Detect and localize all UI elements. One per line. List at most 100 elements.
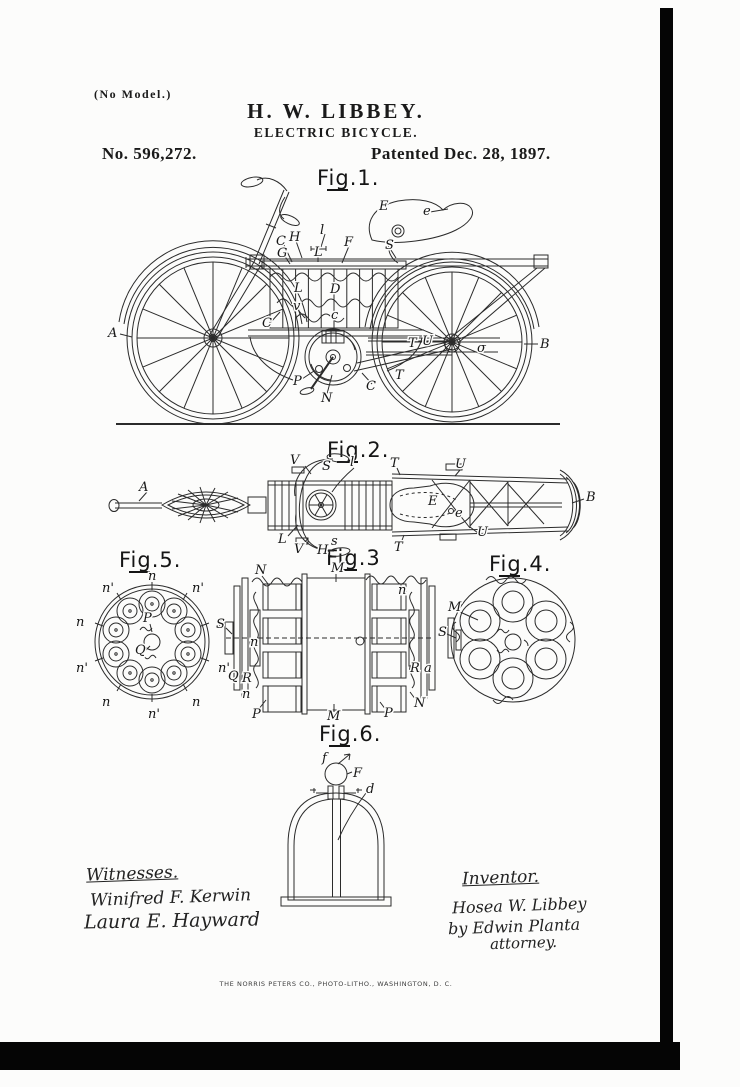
fig6-caption: Fig.6. xyxy=(319,722,382,748)
fig1-part-label-S: S xyxy=(385,238,394,253)
fig2-part-label-T-bottom: T xyxy=(394,540,404,555)
no-model-note: (No Model.) xyxy=(94,87,172,101)
fig2-part-label-E: E xyxy=(427,494,438,509)
fig3-label-M-top: M xyxy=(330,561,345,576)
drive-rods xyxy=(366,337,500,356)
fig3-label-n-low: n xyxy=(242,687,250,702)
fig1-leader-lines xyxy=(119,208,538,395)
terminal-posts xyxy=(310,788,362,794)
steering-neck xyxy=(247,496,267,514)
fig4-caption: Fig.4. xyxy=(489,552,552,578)
fig2-part-label-B: B xyxy=(585,490,596,505)
fig1-part-label-H: H xyxy=(288,230,301,245)
fig6-drawing: f F d xyxy=(280,750,392,907)
frame-top-bar xyxy=(245,254,549,344)
saddle xyxy=(368,199,473,264)
fig3-label-Q: Q xyxy=(228,669,239,684)
coil-wire-top-left xyxy=(251,577,303,587)
fig1-part-label-P: P xyxy=(292,374,302,389)
fig1-part-label-G: G xyxy=(277,246,287,261)
fig5-label-n-1: n xyxy=(148,569,156,584)
fig5-label-np-4: n' xyxy=(218,661,230,676)
center-drum xyxy=(301,573,371,715)
fig2-part-label-s: s xyxy=(331,534,338,549)
fig6-label-d: d xyxy=(366,782,374,797)
filler-knob xyxy=(324,762,348,786)
fig5-label-np-10: n' xyxy=(102,581,114,596)
fig4-label-S: S xyxy=(438,625,447,640)
fig1-part-label-e: e xyxy=(423,204,431,219)
handlebar xyxy=(240,176,300,226)
fig1-part-label-N: N xyxy=(320,391,333,406)
fig5-label-n-5: n xyxy=(192,695,200,710)
fig5-coils xyxy=(102,590,202,694)
fig1-part-label-L2: L xyxy=(293,281,303,296)
rear-fender xyxy=(364,251,540,328)
fig3-label-a: a xyxy=(424,661,432,676)
fig2-part-label-e: e xyxy=(455,506,463,521)
fig3-label-N-right: N xyxy=(413,696,426,711)
front-fender xyxy=(118,240,308,323)
fig4-label-M: M xyxy=(447,600,462,615)
fig2-part-label-T-top: T xyxy=(390,456,400,471)
fig1-part-label-C-top: C xyxy=(276,234,286,249)
jar-wall xyxy=(287,792,385,901)
fig3-caption: Fig.3 xyxy=(326,546,381,572)
fig3-label-n-left: n xyxy=(250,635,258,650)
coil-wire-right xyxy=(409,591,415,689)
fig3-label-P-left: P xyxy=(251,707,261,722)
right-coil-stack xyxy=(371,583,407,713)
porous-divider xyxy=(332,798,341,898)
fig1-part-label-l: l xyxy=(320,223,324,238)
fig3-label-N-top: N xyxy=(254,563,267,578)
rear-frame-plan xyxy=(391,463,569,541)
fig1-part-label-C-left: C xyxy=(262,316,272,331)
fig1-part-label-L: L xyxy=(313,245,323,260)
inventor-heading: Inventor. xyxy=(461,866,540,890)
fig5-label-Q: Q xyxy=(135,643,146,658)
fig5-caption: Fig.5. xyxy=(119,548,182,574)
lever xyxy=(337,753,351,765)
fig2-drawing: A V S l T U E e B T U V L H s xyxy=(108,452,597,560)
steering-hub-plan xyxy=(294,453,351,557)
fig6-leader-lines xyxy=(337,771,367,841)
coil-wire-top-right xyxy=(365,575,427,585)
fig5-leader-lines xyxy=(94,582,210,702)
fig5-label-n-7: n xyxy=(102,695,110,710)
battery-box-plan xyxy=(267,480,393,531)
fig5-label-P: P xyxy=(142,611,152,626)
rear-wheel-plan xyxy=(559,469,581,541)
fig1-part-label-B: B xyxy=(539,337,550,352)
fig2-part-label-A: A xyxy=(138,480,148,495)
witness-signature-2: Laura E. Hayward xyxy=(83,908,261,934)
fig6-label-f: f xyxy=(321,751,329,766)
fig4-coils xyxy=(459,581,567,699)
fig3-label-n-right: n xyxy=(398,583,406,598)
fig2-part-label-U-top: U xyxy=(455,457,467,472)
fig1-part-label-T-low: T xyxy=(395,368,405,383)
fig2-part-label-H: H xyxy=(316,543,329,558)
fig6-label-F: F xyxy=(352,766,363,781)
fig2-part-label-L: L xyxy=(277,532,287,547)
scan-edge-bar-right xyxy=(660,8,673,1070)
fig1-part-label-D: D xyxy=(329,282,341,297)
front-axle xyxy=(115,502,162,509)
patent-date: Patented Dec. 28, 1897. xyxy=(371,144,551,163)
fig5-label-np-8: n' xyxy=(76,661,88,676)
fig1-part-label-c: c xyxy=(331,308,339,323)
fig1-part-label-sigma: σ xyxy=(477,341,487,356)
fig3-label-S: S xyxy=(216,617,225,632)
inventor-name-heading: H. W. LIBBEY. xyxy=(247,99,425,123)
fig3-label-M-bottom: M xyxy=(326,709,341,724)
fig1-drawing: A B E e H l L C G F S D c L v C P N C T … xyxy=(106,176,560,425)
battery-box xyxy=(261,246,407,329)
fig3-label-R: R xyxy=(241,671,252,686)
fig5-label-np-2: n' xyxy=(192,581,204,596)
fig5-drawing: n n' n n' n n' n n' n n' P Q xyxy=(75,568,232,724)
fig3-label-P-right: P xyxy=(383,706,393,721)
fig3-leader-lines xyxy=(225,574,417,712)
fig3-drawing: N M S Q R n n P M P n R a N xyxy=(215,560,436,726)
fig1-part-label-v: v xyxy=(293,299,301,314)
fig5-label-n-9: n xyxy=(76,615,84,630)
